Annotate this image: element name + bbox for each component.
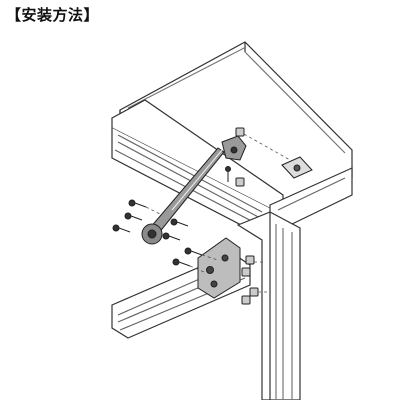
gas-strut bbox=[141, 147, 225, 245]
top-bracket bbox=[281, 156, 313, 179]
screw-icon bbox=[124, 212, 143, 221]
page-title: 【安装方法】 bbox=[6, 6, 100, 24]
vertical-post bbox=[236, 211, 301, 400]
screw-icon bbox=[112, 224, 131, 233]
t-nut-group bbox=[235, 127, 259, 305]
screw-icon bbox=[162, 232, 181, 241]
screw-icon bbox=[184, 247, 203, 256]
screw-group bbox=[112, 166, 231, 267]
screw-icon bbox=[170, 218, 189, 227]
mounting-plate bbox=[197, 237, 241, 299]
screw-icon bbox=[128, 199, 147, 208]
assembly-guide-lines bbox=[145, 133, 291, 293]
screw-icon bbox=[225, 166, 231, 182]
strut-top-fitting bbox=[221, 135, 247, 161]
screw-icon bbox=[172, 258, 191, 267]
